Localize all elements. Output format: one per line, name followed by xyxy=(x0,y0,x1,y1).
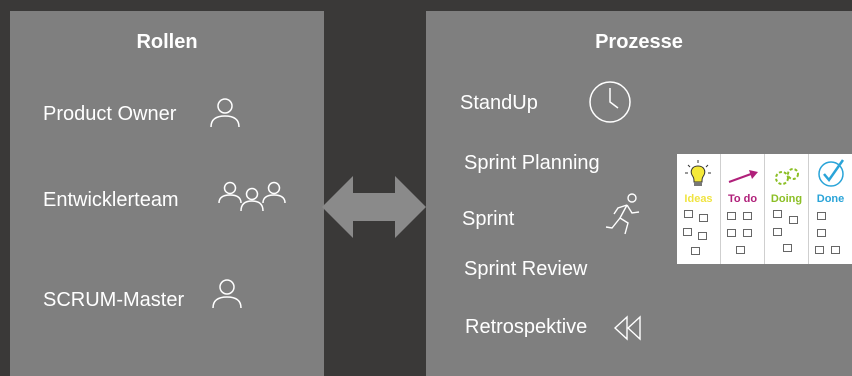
runner-icon xyxy=(605,193,640,235)
process-sprint-review: Sprint Review xyxy=(464,258,588,280)
process-retrospective: Retrospektive xyxy=(465,316,588,338)
board-column-ideas: Ideas xyxy=(677,154,721,264)
person-icon xyxy=(210,98,240,128)
process-standup: StandUp xyxy=(460,92,538,114)
board-column-done: Done xyxy=(809,154,852,264)
role-scrum-master: SCRUM-Master xyxy=(43,289,185,311)
person-icon xyxy=(212,279,242,309)
team-icon xyxy=(218,181,286,212)
lightbulb-icon xyxy=(685,160,711,186)
board-column-todo: To do xyxy=(721,154,765,264)
roles-title: Rollen xyxy=(136,31,198,53)
processes-title: Prozesse xyxy=(595,31,683,53)
gears-icon xyxy=(775,168,799,185)
role-product-owner: Product Owner xyxy=(43,103,177,125)
board-column-label: To do xyxy=(727,193,758,205)
process-sprint-planning: Sprint Planning xyxy=(464,152,600,174)
board-column-label: Doing xyxy=(770,193,803,205)
rewind-icon xyxy=(613,315,641,341)
double-arrow-icon xyxy=(322,176,426,238)
process-sprint: Sprint xyxy=(462,208,515,230)
clock-icon xyxy=(589,81,631,123)
dart-icon xyxy=(728,170,758,183)
board-column-label: Ideas xyxy=(684,193,713,205)
role-development-team: Entwicklerteam xyxy=(43,189,179,211)
checkmark-icon xyxy=(818,159,845,187)
board-column-doing: Doing xyxy=(765,154,809,264)
board-column-label: Done xyxy=(816,193,845,205)
kanban-board-image: Ideas To do Doing Done xyxy=(677,154,852,264)
